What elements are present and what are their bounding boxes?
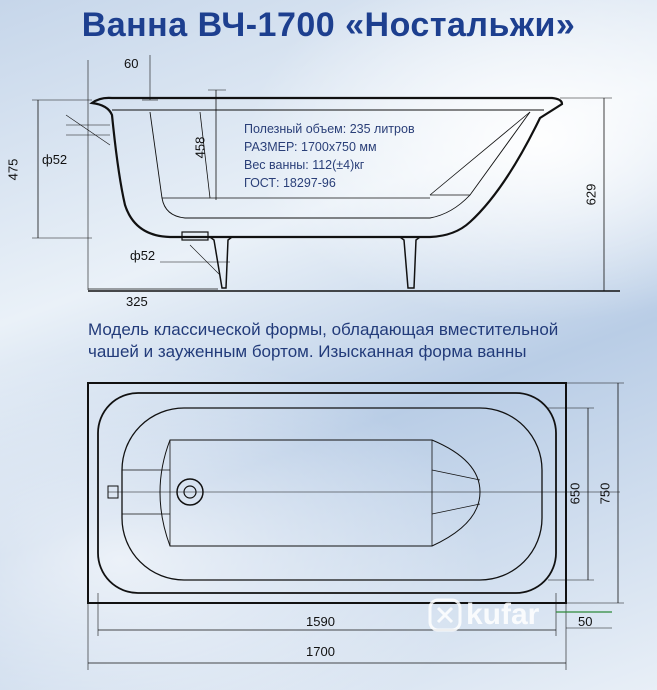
watermark: kufar bbox=[466, 598, 539, 632]
side-view bbox=[32, 55, 620, 292]
dim-drain-diameter-bottom: ф52 bbox=[130, 248, 156, 263]
dim-inner-length: 1590 bbox=[306, 614, 335, 629]
watermark-text: kufar bbox=[466, 598, 540, 631]
right-leg bbox=[399, 236, 421, 289]
dim-drain-diameter-top: ф52 bbox=[42, 152, 68, 167]
tub-outline bbox=[89, 96, 564, 239]
tub-outer-top bbox=[87, 382, 567, 604]
left-leg bbox=[209, 236, 233, 289]
description-line-1: Модель классической формы, обладающая вм… bbox=[88, 320, 559, 339]
drain-stub bbox=[181, 231, 209, 241]
dim-bowl-depth: 458 bbox=[192, 136, 208, 159]
dim-total-length: 1700 bbox=[306, 644, 335, 659]
top-view bbox=[87, 382, 624, 670]
dim-side-offset: 50 bbox=[578, 614, 593, 629]
dim-rim-height: 60 bbox=[124, 56, 139, 71]
dim-drain-height: 475 bbox=[5, 158, 21, 181]
spec-weight: Вес ванны: 112(±4)кг bbox=[244, 158, 365, 172]
watermark-logo bbox=[428, 598, 462, 632]
page-title: Ванна ВЧ-1700 «Ностальжи» bbox=[81, 6, 576, 44]
dim-leg-offset: 325 bbox=[126, 294, 148, 309]
spec-volume: Полезный объем: 235 литров bbox=[244, 122, 415, 136]
dim-total-height: 629 bbox=[583, 183, 599, 206]
spec-gost: ГОСТ: 18297-96 bbox=[244, 176, 336, 190]
spec-size: РАЗМЕР: 1700х750 мм bbox=[244, 140, 377, 154]
tub-bowl-top bbox=[121, 407, 543, 581]
specs-block: Полезный объем: 235 литров РАЗМЕР: 1700х… bbox=[244, 120, 415, 192]
tub-rim-top bbox=[97, 392, 557, 594]
description: Модель классической формы, обладающая вм… bbox=[88, 319, 648, 363]
description-line-2: чашей и зауженным бортом. Изысканная фор… bbox=[88, 342, 527, 361]
dim-outer-width: 750 bbox=[597, 482, 613, 505]
dim-inner-width: 650 bbox=[567, 482, 583, 505]
